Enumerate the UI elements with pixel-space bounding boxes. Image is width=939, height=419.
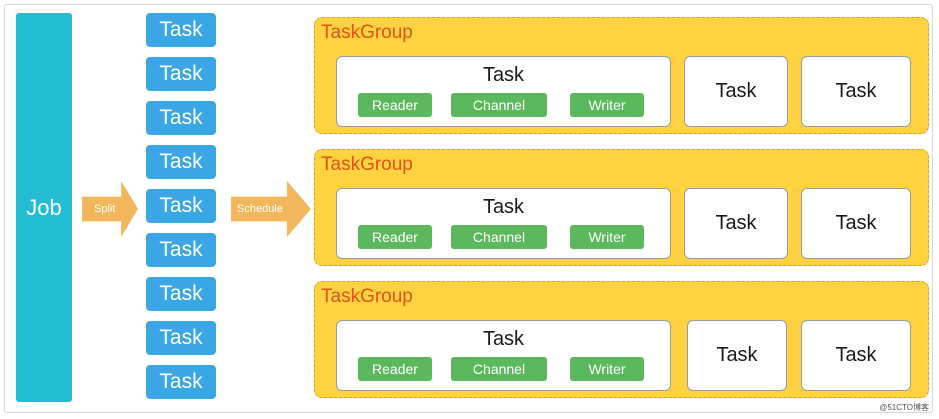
channel-component: Channel bbox=[451, 225, 547, 249]
reader-component: Reader bbox=[358, 225, 432, 249]
writer-component: Writer bbox=[570, 93, 644, 117]
taskgroup: TaskGroup Task Reader Channel Writer Tas… bbox=[314, 17, 929, 134]
split-label: Split bbox=[94, 203, 116, 215]
task-box: Task bbox=[146, 13, 216, 47]
taskgroup-task: Task bbox=[801, 188, 911, 259]
taskgroup-main-task: Task Reader Channel Writer bbox=[336, 188, 671, 259]
job-label: Job bbox=[26, 194, 62, 220]
main-task-label: Task bbox=[482, 64, 525, 86]
taskgroup: TaskGroup Task Reader Channel Writer Tas… bbox=[314, 149, 929, 266]
channel-component: Channel bbox=[451, 357, 547, 381]
taskgroup-label: TaskGroup bbox=[321, 286, 413, 307]
taskgroup-main-task: Task Reader Channel Writer bbox=[336, 56, 671, 127]
taskgroup-task: Task bbox=[801, 320, 911, 391]
job-box: Job bbox=[16, 13, 72, 402]
taskgroup-task: Task bbox=[687, 320, 787, 391]
task-box: Task bbox=[146, 57, 216, 91]
task-box: Task bbox=[146, 277, 216, 311]
task-box: Task bbox=[146, 145, 216, 179]
task-box: Task bbox=[146, 189, 216, 223]
task-box: Task bbox=[146, 101, 216, 135]
taskgroup-label: TaskGroup bbox=[321, 22, 413, 43]
main-task-label: Task bbox=[482, 196, 525, 218]
taskgroup: TaskGroup Task Reader Channel Writer Tas… bbox=[314, 281, 929, 398]
taskgroup-label: TaskGroup bbox=[321, 154, 413, 175]
task-box: Task bbox=[146, 233, 216, 267]
reader-component: Reader bbox=[358, 93, 432, 117]
reader-component: Reader bbox=[358, 357, 432, 381]
taskgroup-task: Task bbox=[684, 188, 788, 259]
channel-component: Channel bbox=[451, 93, 547, 117]
main-task-label: Task bbox=[482, 328, 525, 350]
writer-component: Writer bbox=[570, 225, 644, 249]
diagram-frame bbox=[4, 4, 933, 413]
taskgroup-task: Task bbox=[684, 56, 788, 127]
task-box: Task bbox=[146, 365, 216, 399]
taskgroup-main-task: Task Reader Channel Writer bbox=[336, 320, 671, 391]
watermark: @51CTO博客 bbox=[879, 403, 929, 412]
taskgroup-task: Task bbox=[801, 56, 911, 127]
schedule-label: Schedule bbox=[237, 203, 283, 215]
task-box: Task bbox=[146, 321, 216, 355]
writer-component: Writer bbox=[570, 357, 644, 381]
